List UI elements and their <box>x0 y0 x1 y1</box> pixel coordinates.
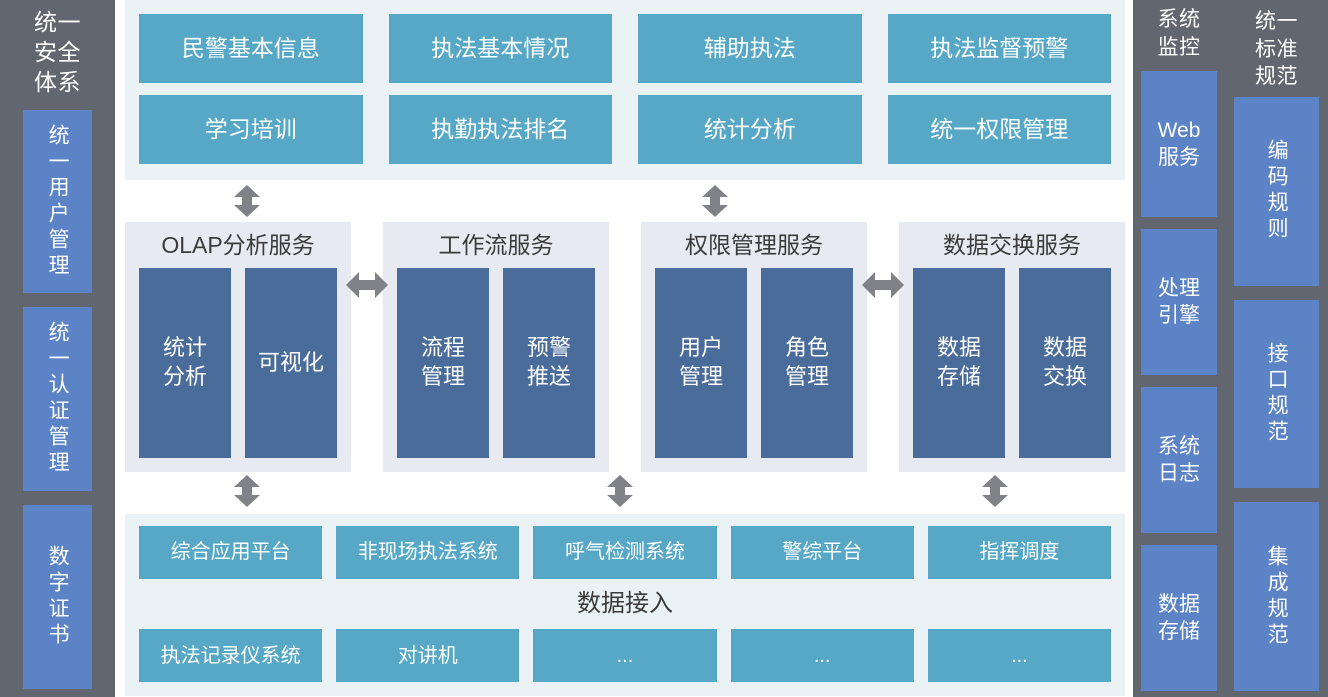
arrow-strip-service-data <box>125 472 1125 514</box>
service-title-workflow: 工作流服务 <box>438 232 554 258</box>
service-box-user-management[interactable]: 用户 管理 <box>655 267 747 458</box>
data-source-row-bottom: 执法记录仪系统 对讲机 ... ... ... <box>139 629 1112 682</box>
double-arrow-up-down-icon <box>234 475 260 507</box>
app-box-duty-enforcement-ranking[interactable]: 执勤执法排名 <box>388 95 612 164</box>
data-source-walkie-talkie[interactable]: 对讲机 <box>336 629 520 682</box>
double-arrow-up-down-icon <box>982 475 1008 507</box>
system-monitor-column-title: 系统 监控 <box>1157 8 1201 59</box>
service-panel-permission: 权限管理服务 用户 管理 角色 管理 <box>641 222 867 472</box>
service-layer: OLAP分析服务 统计 分析 可视化 工作流服务 流程 管理 预警 推送 <box>125 222 1125 472</box>
service-panel-workflow: 工作流服务 流程 管理 预警 推送 <box>383 222 609 472</box>
service-boxes-workflow: 流程 管理 预警 推送 <box>397 267 595 458</box>
standard-item-coding-rules[interactable]: 编码规则 <box>1234 97 1319 286</box>
service-gap-3 <box>862 222 904 472</box>
double-arrow-left-right-icon <box>862 272 904 298</box>
app-box-enforcement-supervision-alert[interactable]: 执法监督预警 <box>887 14 1111 83</box>
service-box-role-management[interactable]: 角色 管理 <box>761 267 853 458</box>
service-gap-2 <box>609 222 641 472</box>
app-box-enforcement-basics[interactable]: 执法基本情况 <box>388 14 612 83</box>
application-layer-panel: 民警基本信息 执法基本情况 辅助执法 执法监督预警 学习培训 执勤执法排名 统计… <box>125 0 1125 180</box>
data-source-breath-test-system[interactable]: 呼气检测系统 <box>533 526 717 579</box>
service-panel-data-exchange: 数据交换服务 数据 存储 数据 交换 <box>899 222 1125 472</box>
security-item-auth-management[interactable]: 统一认证管理 <box>23 307 92 492</box>
double-arrow-left-right-icon <box>346 272 388 298</box>
service-title-olap: OLAP分析服务 <box>161 232 315 258</box>
service-boxes-data-exchange: 数据 存储 数据 交换 <box>913 267 1111 458</box>
data-source-law-enforcement-recorder-system[interactable]: 执法记录仪系统 <box>139 629 323 682</box>
security-item-digital-certificate[interactable]: 数字证书 <box>23 505 92 690</box>
service-box-visualization[interactable]: 可视化 <box>245 267 337 458</box>
service-panel-olap: OLAP分析服务 统计 分析 可视化 <box>125 222 351 472</box>
double-arrow-up-down-icon <box>234 185 260 217</box>
data-source-row-top: 综合应用平台 非现场执法系统 呼气检测系统 警综平台 指挥调度 <box>139 526 1112 579</box>
service-boxes-permission: 用户 管理 角色 管理 <box>655 267 853 458</box>
security-item-user-management[interactable]: 统一用户管理 <box>23 109 92 294</box>
main-stack: 民警基本信息 执法基本情况 辅助执法 执法监督预警 学习培训 执勤执法排名 统计… <box>115 0 1133 697</box>
application-row-1: 民警基本信息 执法基本情况 辅助执法 执法监督预警 <box>139 14 1111 83</box>
standard-item-interface-spec[interactable]: 接口规范 <box>1234 299 1319 489</box>
app-box-police-basic-info[interactable]: 民警基本信息 <box>139 14 363 83</box>
app-box-learning-training[interactable]: 学习培训 <box>139 95 363 164</box>
security-column-title: 统一 安全 体系 <box>34 9 81 95</box>
monitor-item-data-storage[interactable]: 数据 存储 <box>1141 545 1217 691</box>
system-monitor-column: 系统 监控 Web 服务 处理 引擎 系统 日志 数据 存储 <box>1133 0 1225 697</box>
arrow-strip-app-service <box>125 180 1125 222</box>
service-gap-1 <box>346 222 388 472</box>
standard-item-integration-spec[interactable]: 集成规范 <box>1234 502 1319 691</box>
service-title-permission: 权限管理服务 <box>685 232 823 258</box>
service-box-process-management[interactable]: 流程 管理 <box>397 267 489 458</box>
unified-standards-column: 统一 标准 规范 编码规则 接口规范 集成规范 <box>1225 0 1328 697</box>
service-title-data-exchange: 数据交换服务 <box>943 232 1081 258</box>
monitor-item-system-log[interactable]: 系统 日志 <box>1141 387 1217 534</box>
monitor-item-web-service[interactable]: Web 服务 <box>1141 71 1217 218</box>
data-source-placeholder-1[interactable]: ... <box>533 629 717 682</box>
double-arrow-up-down-icon <box>702 185 728 217</box>
system-monitor-item-list: Web 服务 处理 引擎 系统 日志 数据 存储 <box>1133 65 1225 697</box>
service-boxes-olap: 统计 分析 可视化 <box>139 267 337 458</box>
service-box-data-storage[interactable]: 数据 存储 <box>913 267 1005 458</box>
monitor-item-processing-engine[interactable]: 处理 引擎 <box>1141 229 1217 376</box>
double-arrow-up-down-icon <box>607 475 633 507</box>
data-source-placeholder-3[interactable]: ... <box>927 629 1112 682</box>
data-access-panel: 综合应用平台 非现场执法系统 呼气检测系统 警综平台 指挥调度 数据接入 执法记… <box>125 514 1125 696</box>
service-box-data-exchange[interactable]: 数据 交换 <box>1019 267 1111 458</box>
data-access-caption: 数据接入 <box>577 589 673 617</box>
unified-standards-item-list: 编码规则 接口规范 集成规范 <box>1225 95 1328 697</box>
service-box-statistical-analysis[interactable]: 统计 分析 <box>139 267 231 458</box>
service-box-alert-push[interactable]: 预警 推送 <box>503 267 595 458</box>
security-item-list: 统一用户管理 统一认证管理 数字证书 <box>0 102 115 693</box>
unified-standards-column-title: 统一 标准 规范 <box>1255 10 1298 89</box>
app-box-statistical-analysis[interactable]: 统计分析 <box>638 95 862 164</box>
data-source-police-integrated-platform[interactable]: 警综平台 <box>730 526 914 579</box>
application-row-2: 学习培训 执勤执法排名 统计分析 统一权限管理 <box>139 95 1111 164</box>
data-source-placeholder-2[interactable]: ... <box>730 629 914 682</box>
data-source-offsite-enforcement-system[interactable]: 非现场执法系统 <box>336 526 520 579</box>
security-column: 统一 安全 体系 统一用户管理 统一认证管理 数字证书 <box>0 0 115 697</box>
data-source-comprehensive-application-platform[interactable]: 综合应用平台 <box>139 526 323 579</box>
data-source-command-dispatch[interactable]: 指挥调度 <box>927 526 1112 579</box>
app-box-assisted-enforcement[interactable]: 辅助执法 <box>638 14 862 83</box>
app-box-unified-permission-management[interactable]: 统一权限管理 <box>887 95 1111 164</box>
